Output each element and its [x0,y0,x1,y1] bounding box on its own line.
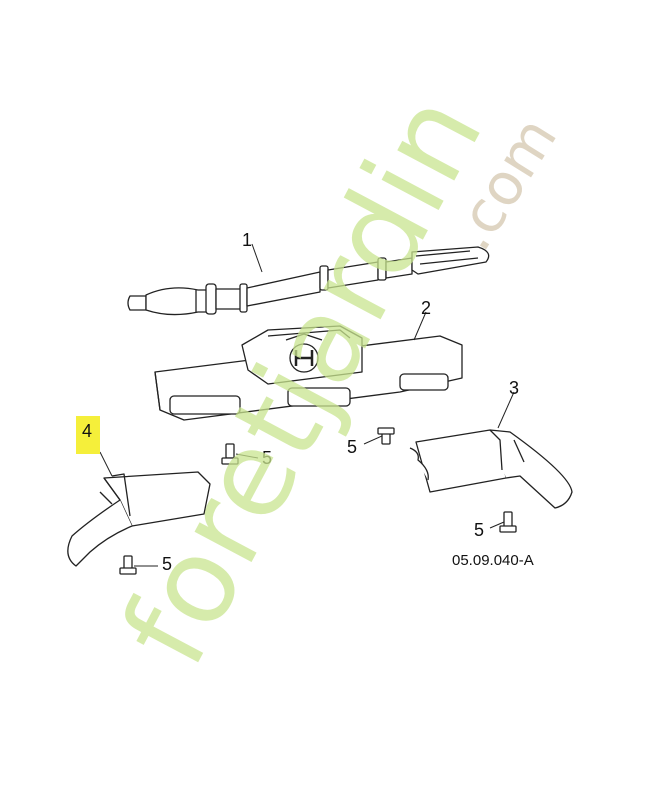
callout-5: 5 [262,448,273,468]
callout-1: 1 [242,230,253,250]
callout-5: 5 [347,437,358,457]
brand-logo-icon [285,333,323,373]
part-4-rail-left [67,471,211,567]
callout-4-highlighted: 4 [76,416,101,454]
part-2-cover [154,325,463,421]
screw-5c [499,511,517,533]
screw-5a [221,443,239,465]
callout-5: 5 [474,520,485,540]
screw-5b [377,427,395,445]
callout-5: 5 [162,554,173,574]
callout-2: 2 [421,298,432,318]
part-1-shaft [127,246,490,316]
callout-3: 3 [509,378,520,398]
screw-5d [119,555,137,575]
part-3-rail-right [409,429,573,509]
diagram-reference-code: 05.09.040-A [452,552,534,569]
